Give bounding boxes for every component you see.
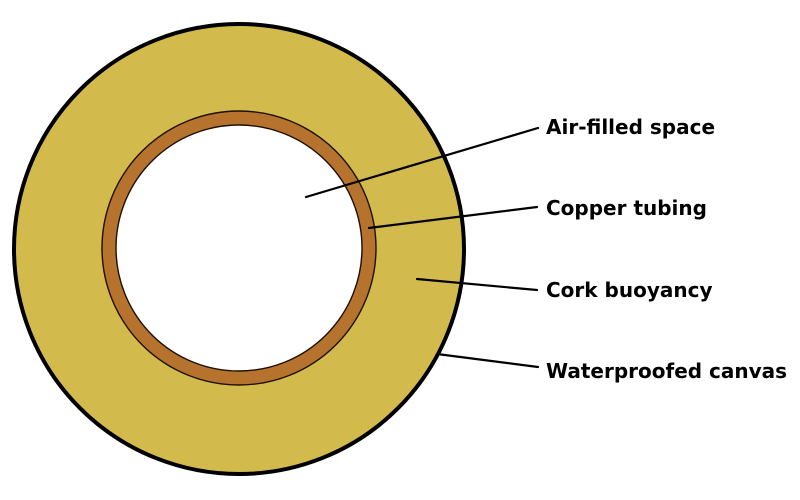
copper-tubing-leader-line [367,205,539,230]
cork-buoyancy-leader-line [415,277,539,292]
label-waterproofed-canvas: Waterproofed canvas [546,359,787,383]
label-copper-tubing: Copper tubing [546,196,707,220]
air-filled-space-circle [115,124,363,372]
waterproofed-canvas-leader-line [435,352,540,369]
air-filled-space-leader-line [304,126,540,199]
label-cork-buoyancy: Cork buoyancy [546,278,713,302]
label-air-filled-space: Air-filled space [546,115,715,139]
